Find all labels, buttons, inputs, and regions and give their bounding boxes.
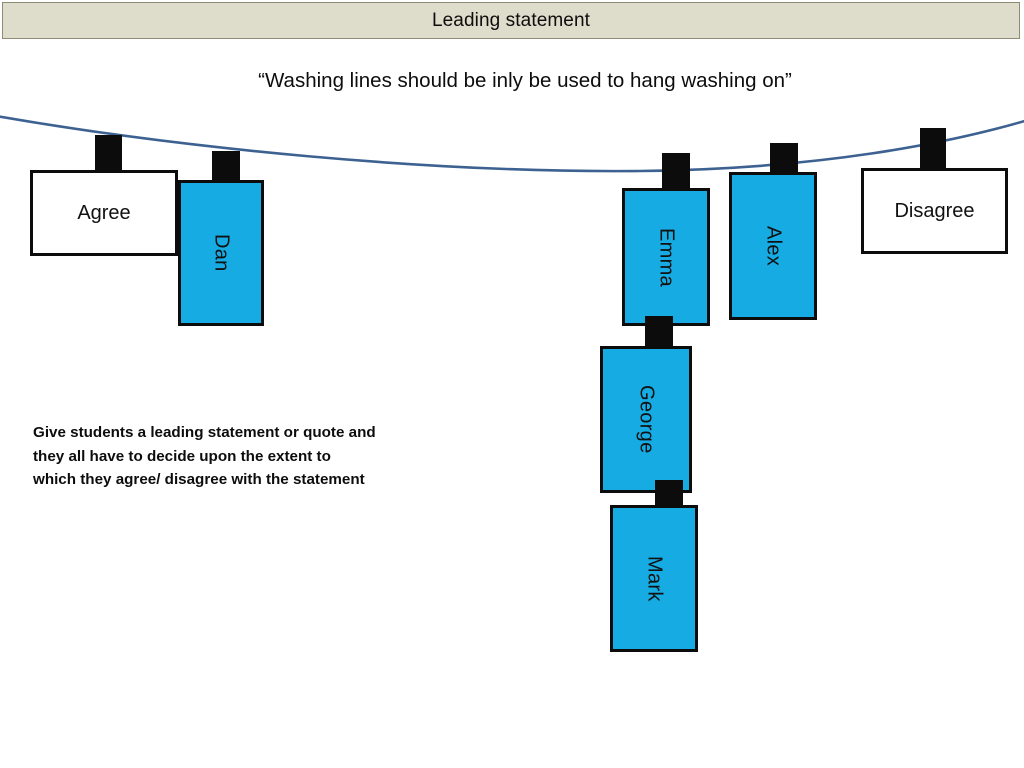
- instruction-note-line-2: they all have to decide upon the extent …: [33, 447, 331, 465]
- card-emma-label: Emma: [655, 227, 678, 287]
- instruction-note: Give students a leading statement or quo…: [33, 421, 443, 492]
- washing-line-path: [0, 115, 1024, 173]
- card-alex[interactable]: Alex: [729, 172, 817, 320]
- card-dan[interactable]: Dan: [178, 180, 264, 326]
- header-bar: Leading statement: [2, 2, 1020, 39]
- card-george[interactable]: George: [600, 346, 692, 493]
- card-disagree-label: Disagree: [894, 199, 975, 222]
- card-alex-label: Alex: [762, 225, 785, 267]
- card-mark[interactable]: Mark: [610, 505, 698, 652]
- peg-emma: [662, 153, 690, 193]
- card-george-label: George: [635, 385, 658, 454]
- statement-quote: “Washing lines should be inly be used to…: [258, 69, 792, 92]
- peg-disagree: [920, 128, 946, 172]
- card-disagree[interactable]: Disagree: [861, 168, 1008, 254]
- card-agree[interactable]: Agree: [30, 170, 178, 256]
- card-agree-label: Agree: [77, 201, 131, 224]
- card-mark-label: Mark: [643, 555, 666, 602]
- peg-agree: [95, 135, 122, 175]
- card-dan-label: Dan: [210, 234, 233, 272]
- instruction-note-line-1: Give students a leading statement or quo…: [33, 424, 376, 441]
- instruction-note-line-3: which they agree/ disagree with the stat…: [33, 471, 365, 488]
- card-emma[interactable]: Emma: [622, 188, 710, 326]
- page-title: Leading statement: [431, 9, 591, 31]
